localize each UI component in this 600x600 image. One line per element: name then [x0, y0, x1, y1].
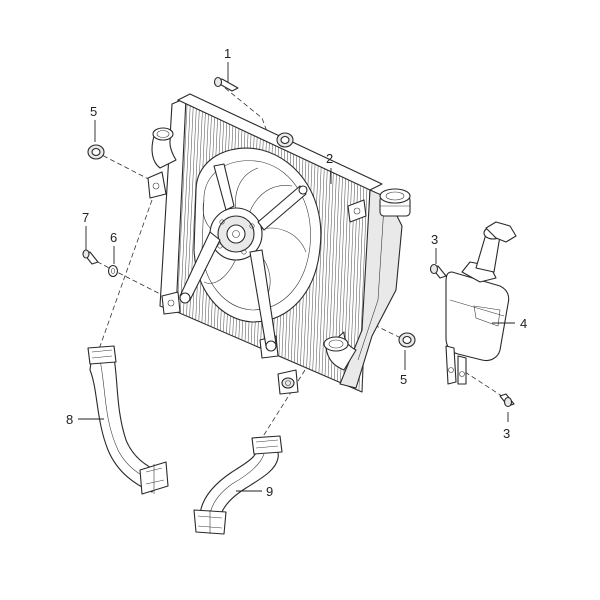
radiator-fin-line	[318, 168, 328, 374]
radiator-lower-neck	[323, 331, 357, 371]
bolt-part-7	[82, 249, 99, 265]
bolt-part-1	[213, 76, 239, 92]
radiator-fin-line	[321, 169, 331, 375]
radiator-bracket-top-right	[347, 199, 367, 223]
callout-8: 8	[66, 412, 73, 427]
radiator-fin-line	[183, 106, 194, 315]
assembly-line-hose-upper	[97, 199, 153, 353]
radiator-cap	[379, 188, 411, 217]
callout-6: 6	[110, 230, 117, 245]
assembly-line-hose-lower	[261, 369, 306, 439]
assembly-line-bolt	[224, 87, 286, 141]
assembly-line-bolt-left	[89, 257, 173, 301]
radiator-fin-line	[315, 166, 325, 373]
callout-2: 2	[326, 151, 333, 166]
callout-1: 1	[224, 46, 231, 61]
radiator-bracket-upper-left	[147, 171, 167, 199]
grommet-top	[276, 132, 294, 148]
assembly-line-tank-bolt-lower	[464, 371, 506, 399]
upper-coolant-hose	[87, 345, 169, 495]
lower-coolant-hose	[193, 435, 283, 535]
callout-9: 9	[266, 484, 273, 499]
callout-5-right: 5	[400, 372, 407, 387]
radiator-bracket-lower-left	[161, 291, 181, 315]
radiator-fin-line	[176, 104, 188, 313]
radiator-upper-neck	[151, 127, 177, 169]
callout-3-lower: 3	[503, 426, 510, 441]
callout-3-upper: 3	[431, 232, 438, 247]
radiator-assembly	[147, 93, 411, 395]
grommet-part-5-left	[87, 144, 105, 160]
grommet-part-5-right	[398, 332, 416, 348]
bolt-part-3-lower	[499, 393, 515, 408]
radiator-fin-line	[180, 105, 191, 314]
cooling-fan-frame	[179, 163, 308, 352]
callout-4: 4	[520, 316, 527, 331]
radiator-bracket-bottom	[277, 369, 299, 395]
washer-part-6	[107, 264, 119, 278]
leader-lines	[78, 62, 515, 492]
callout-5-left: 5	[90, 104, 97, 119]
bolt-part-3-upper	[429, 263, 447, 279]
callout-labels: 1 2 3 3 4 5 5 6 7 8 9	[66, 46, 527, 499]
callout-7: 7	[82, 210, 89, 225]
coolant-reservoir	[445, 221, 517, 385]
